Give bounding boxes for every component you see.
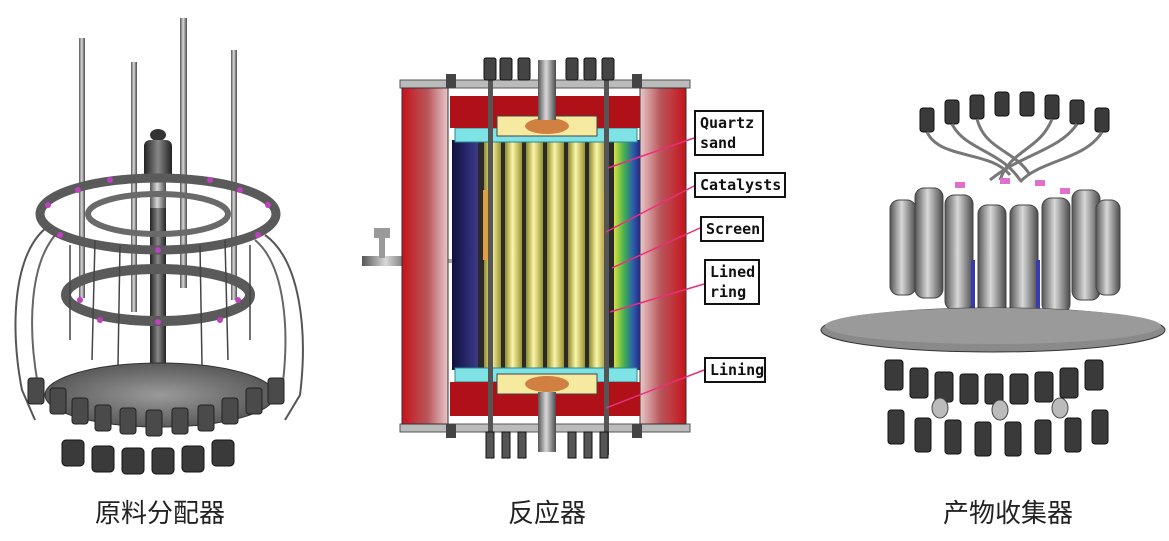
reactor-illustration (362, 57, 705, 459)
callout-lined-ring: Lined ring (704, 259, 760, 305)
callout-screen: Screen (700, 216, 764, 242)
product-collector-illustration (820, 91, 1166, 457)
callout-catalysts: Catalysts (694, 172, 786, 198)
caption-product-collector: 产物收集器 (942, 499, 1073, 529)
callout-lining: Lining (704, 357, 766, 383)
feed-distributor-illustration (14, 18, 304, 475)
collection-vessels (889, 187, 1121, 326)
catalyst-tubes (484, 140, 606, 370)
caption-feed-distributor: 原料分配器 (94, 499, 225, 529)
callout-leader-lines (605, 137, 705, 409)
callout-quartz-sand: Quartz sand (694, 110, 764, 156)
caption-reactor: 反应器 (507, 499, 586, 529)
